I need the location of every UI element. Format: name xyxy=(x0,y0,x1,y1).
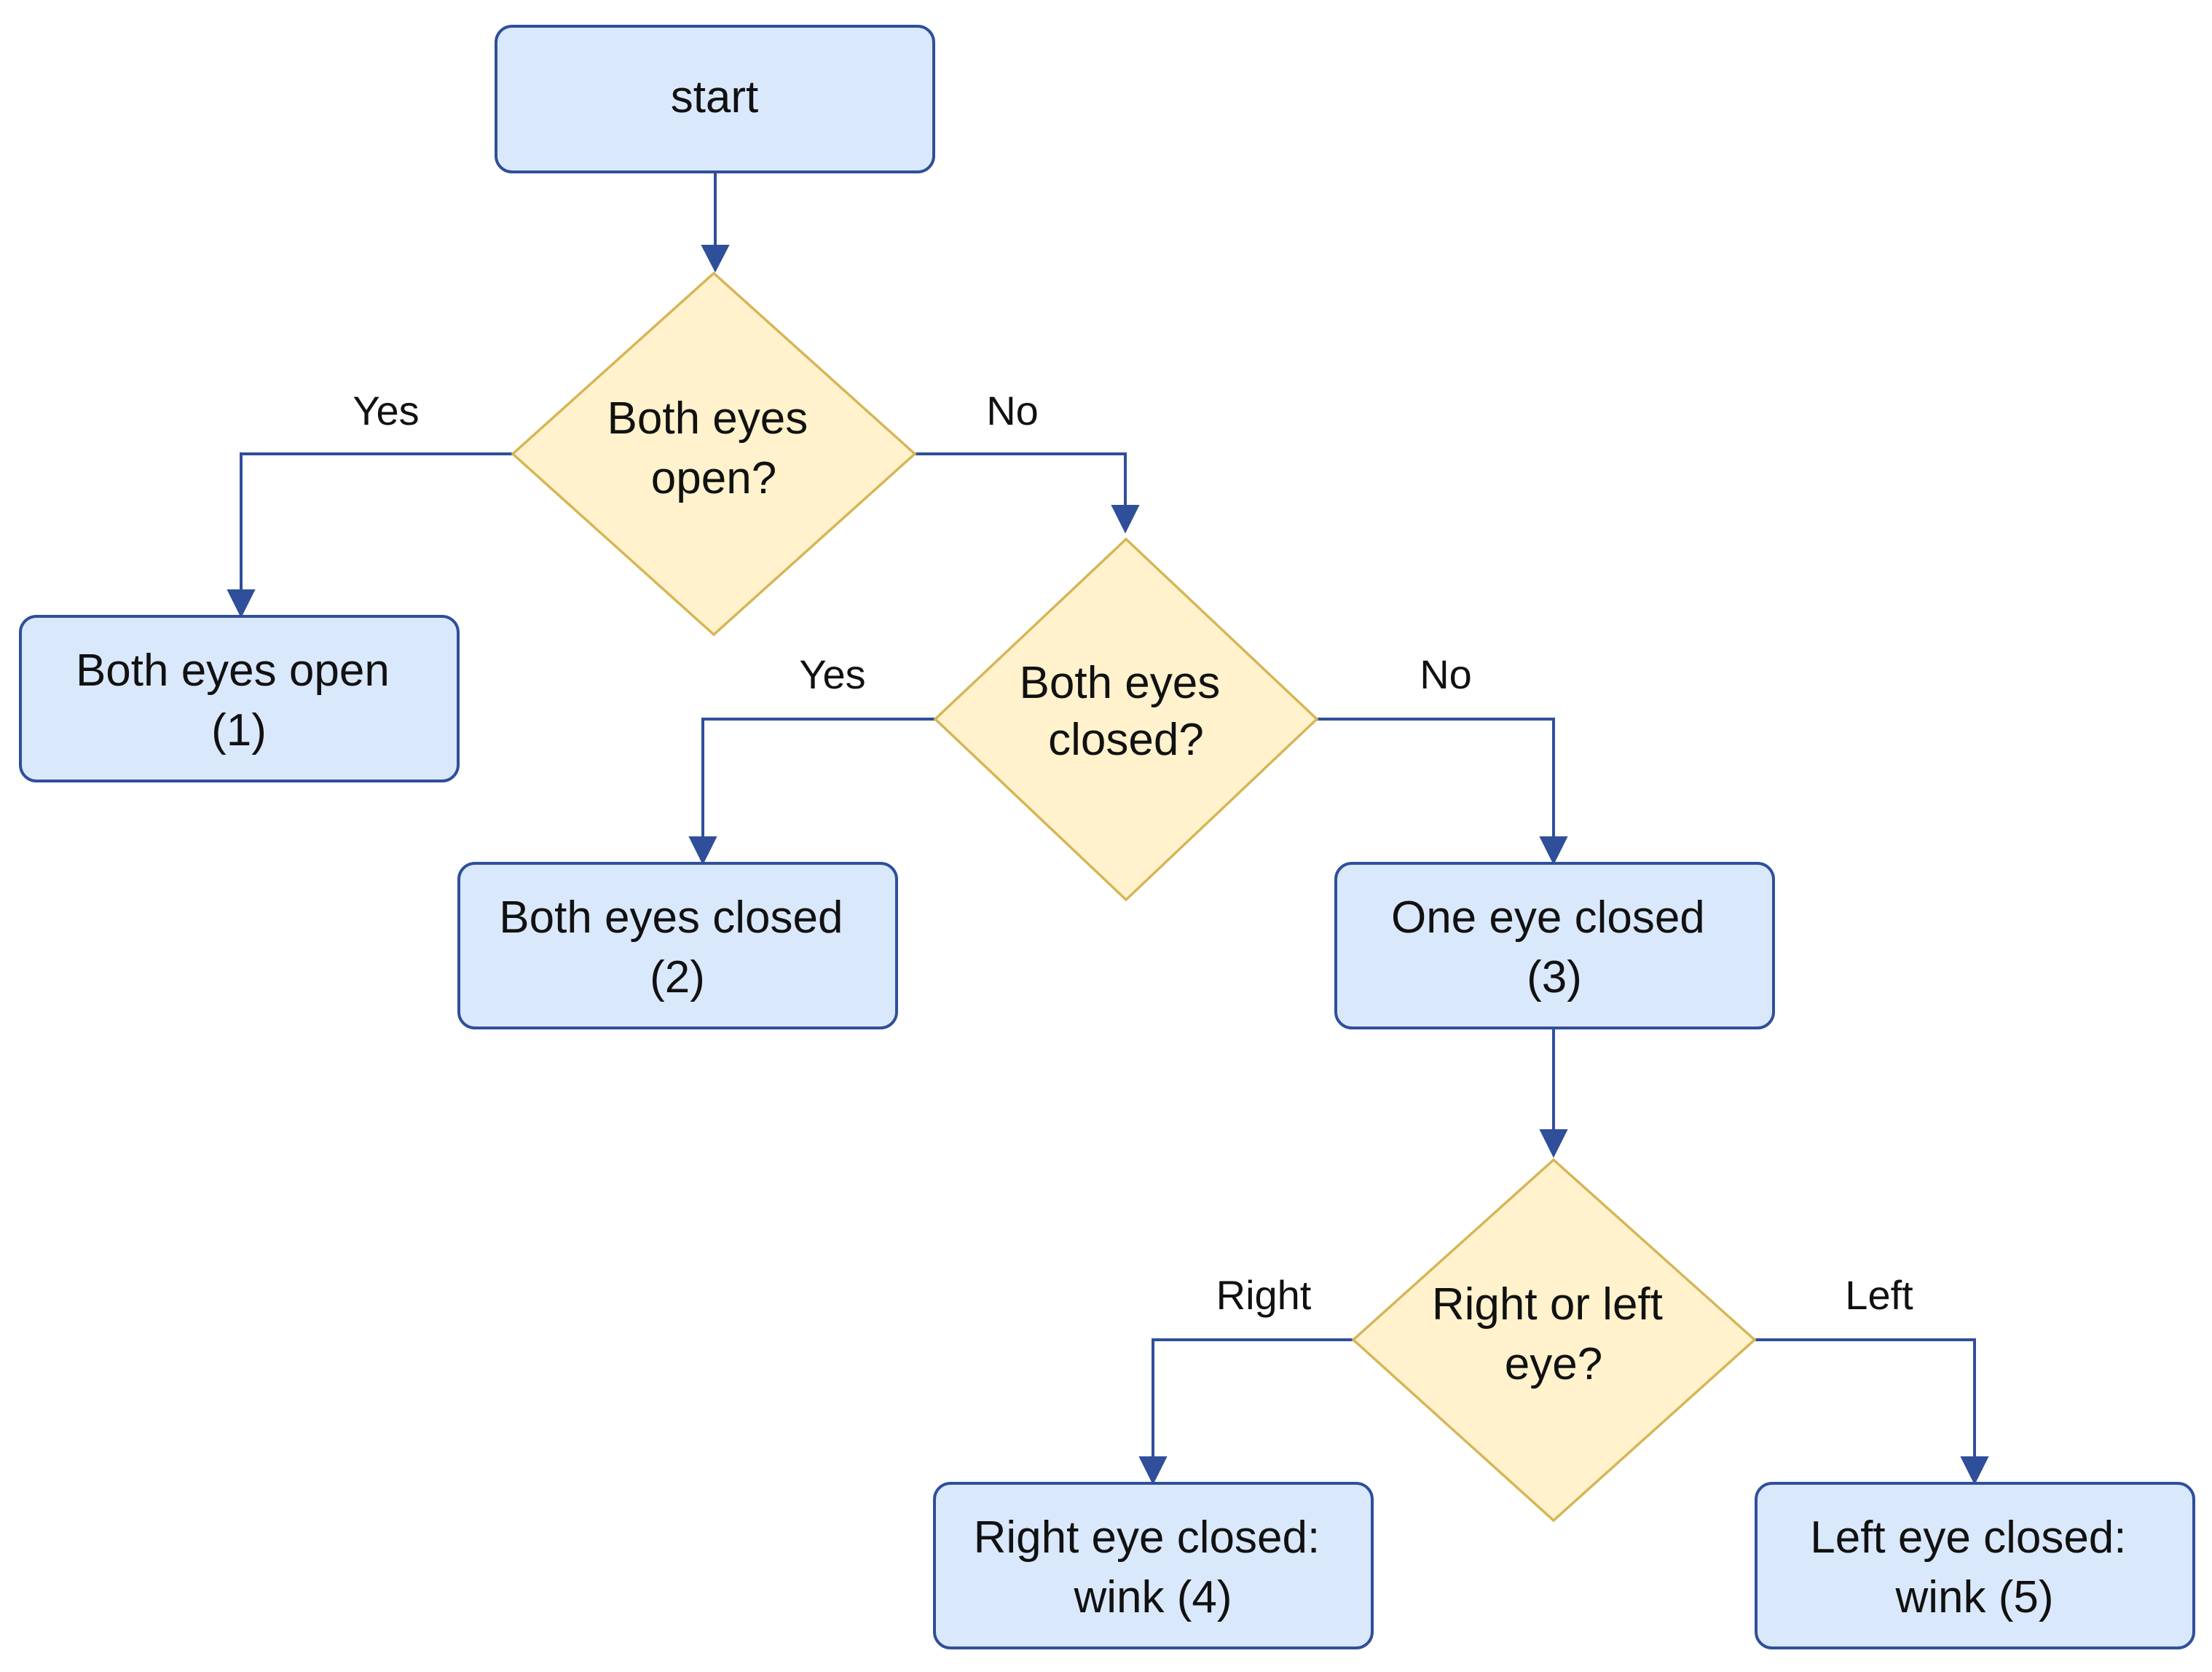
edge-label-closed-yes: Yes xyxy=(799,651,865,697)
arrowhead-decision1-no xyxy=(1111,505,1140,534)
connector-decision2-yes xyxy=(701,718,935,843)
arrowhead-decision2-no xyxy=(1539,836,1568,866)
both-eyes-closed-box: Both eyes closed (2) xyxy=(457,862,898,1029)
connector-decision3-left xyxy=(1755,1338,1976,1463)
left-eye-closed-box: Left eye closed: wink (5) xyxy=(1755,1482,2195,1649)
connector-decision1-yes xyxy=(240,452,513,596)
both-eyes-open-box: Both eyes open (1) xyxy=(19,615,460,782)
edge-label-closed-no: No xyxy=(1420,651,1472,697)
one-eye-closed-box: One eye closed (3) xyxy=(1334,862,1775,1029)
arrowhead-decision3-right xyxy=(1138,1456,1168,1485)
edge-label-right: Right xyxy=(1216,1272,1312,1318)
connector-decision3-right xyxy=(1152,1338,1353,1463)
connectors xyxy=(227,172,1989,1485)
decision-right-or-left-text: Right or left eye? xyxy=(1432,1279,1675,1389)
arrowhead-start-to-decision1 xyxy=(701,245,730,273)
decision-both-eyes-open-text: Both eyes open? xyxy=(607,393,821,503)
right-eye-closed-box: Right eye closed: wink (4) xyxy=(933,1482,1374,1649)
connector-decision2-no xyxy=(1317,718,1555,843)
arrowhead-one-closed-to-decision3 xyxy=(1539,1129,1568,1158)
edge-label-open-no: No xyxy=(986,388,1039,433)
connector-decision1-no xyxy=(915,452,1127,511)
arrowhead-decision3-left xyxy=(1960,1456,1989,1485)
edge-label-open-yes: Yes xyxy=(353,388,419,433)
left-eye-closed-text: Left eye closed: wink (5) xyxy=(1810,1512,2139,1622)
arrowhead-decision2-yes xyxy=(688,836,717,866)
arrowhead-decision1-yes xyxy=(227,589,256,619)
start-box: start xyxy=(495,25,935,173)
right-eye-closed-text: Right eye closed: wink (4) xyxy=(974,1512,1333,1622)
decision-right-or-left: Right or left eye? xyxy=(1351,1158,1757,1523)
decision-both-eyes-open: Both eyes open? xyxy=(511,271,917,637)
both-eyes-open-text: Both eyes open (1) xyxy=(76,645,402,755)
decision-both-eyes-closed-text: Both eyes closed? xyxy=(1020,658,1233,765)
start-text: start xyxy=(671,72,759,122)
one-eye-closed-text: One eye closed (3) xyxy=(1391,892,1717,1002)
both-eyes-closed-text: Both eyes closed (2) xyxy=(499,892,855,1002)
edge-label-left: Left xyxy=(1845,1272,1913,1318)
decision-both-eyes-closed: Both eyes closed? xyxy=(933,537,1319,902)
